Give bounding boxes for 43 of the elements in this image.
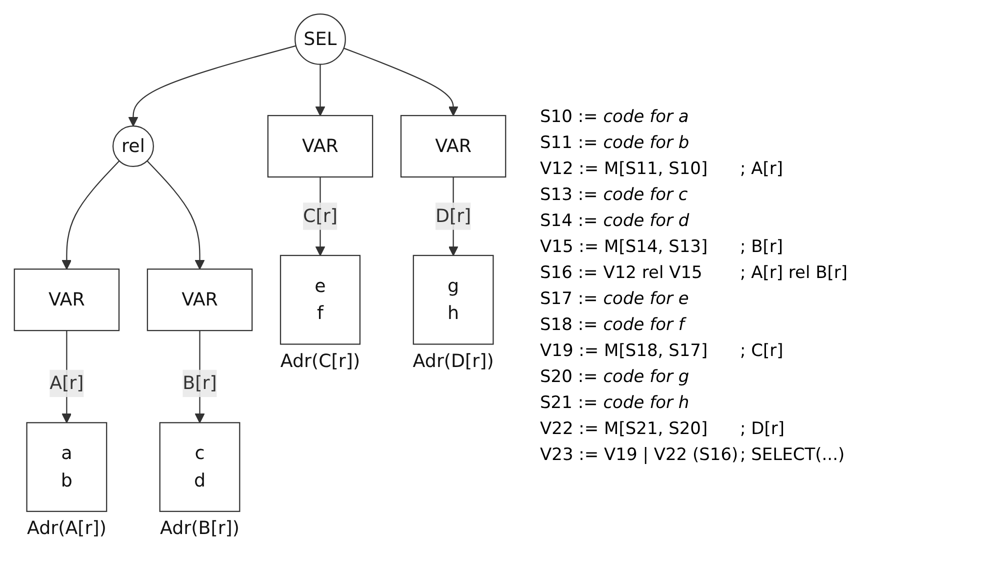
node-box: VAR <box>14 268 120 332</box>
arrow <box>344 48 458 116</box>
code-line: V15 := M[S14, S13] <box>540 236 709 256</box>
code-comment: ; D[r] <box>740 418 786 438</box>
arrow <box>315 64 326 116</box>
code-comment: ; A[r] <box>740 158 784 178</box>
node-caption: Adr(A[r]) <box>26 518 106 540</box>
edge-label: C[r] <box>303 204 338 226</box>
node-box: VAR <box>267 114 374 178</box>
arrow <box>146 160 205 270</box>
node-circle: rel <box>112 126 154 168</box>
edge-label: D[r] <box>435 204 472 226</box>
node-caption: Adr(D[r]) <box>412 350 494 372</box>
code-line: S18 := code for f <box>540 314 688 334</box>
code-line: S17 := code for e <box>540 288 690 308</box>
code-line: S10 := code for a <box>540 106 690 126</box>
node-box: a b <box>26 422 108 512</box>
code-comment: ; A[r] rel B[r] <box>740 262 849 282</box>
node-caption: Adr(B[r]) <box>160 518 240 540</box>
code-line: V22 := M[S21, S20] <box>540 418 709 438</box>
code-line: S16 := V12 rel V15 <box>540 262 704 282</box>
code-line: S13 := code for c <box>540 184 689 204</box>
code-line: V12 := M[S11, S10] <box>540 158 709 178</box>
node-box: g h <box>412 254 494 345</box>
node-caption: Adr(C[r]) <box>280 350 360 372</box>
edge-label: B[r] <box>182 372 217 394</box>
node-box: VAR <box>146 268 253 332</box>
code-comment: ; SELECT(...) <box>740 444 846 464</box>
node-box: VAR <box>400 114 506 178</box>
arrow <box>62 160 120 270</box>
edge-label: A[r] <box>50 372 84 394</box>
code-line: V23 := V19 | V22 (S16) <box>540 444 740 464</box>
code-comment: ; B[r] <box>740 236 784 256</box>
code-line: S21 := code for h <box>540 392 690 412</box>
code-comment: ; C[r] <box>740 340 784 360</box>
code-line: V19 := M[S18, S17] <box>540 340 709 360</box>
code-line: S11 := code for b <box>540 132 690 152</box>
node-box: e f <box>280 254 361 345</box>
node-circle: SEL <box>294 14 346 65</box>
code-line: S14 := code for d <box>540 210 690 230</box>
node-box: c d <box>159 422 240 512</box>
arrow <box>128 45 296 127</box>
code-line: S20 := code for g <box>540 366 690 386</box>
